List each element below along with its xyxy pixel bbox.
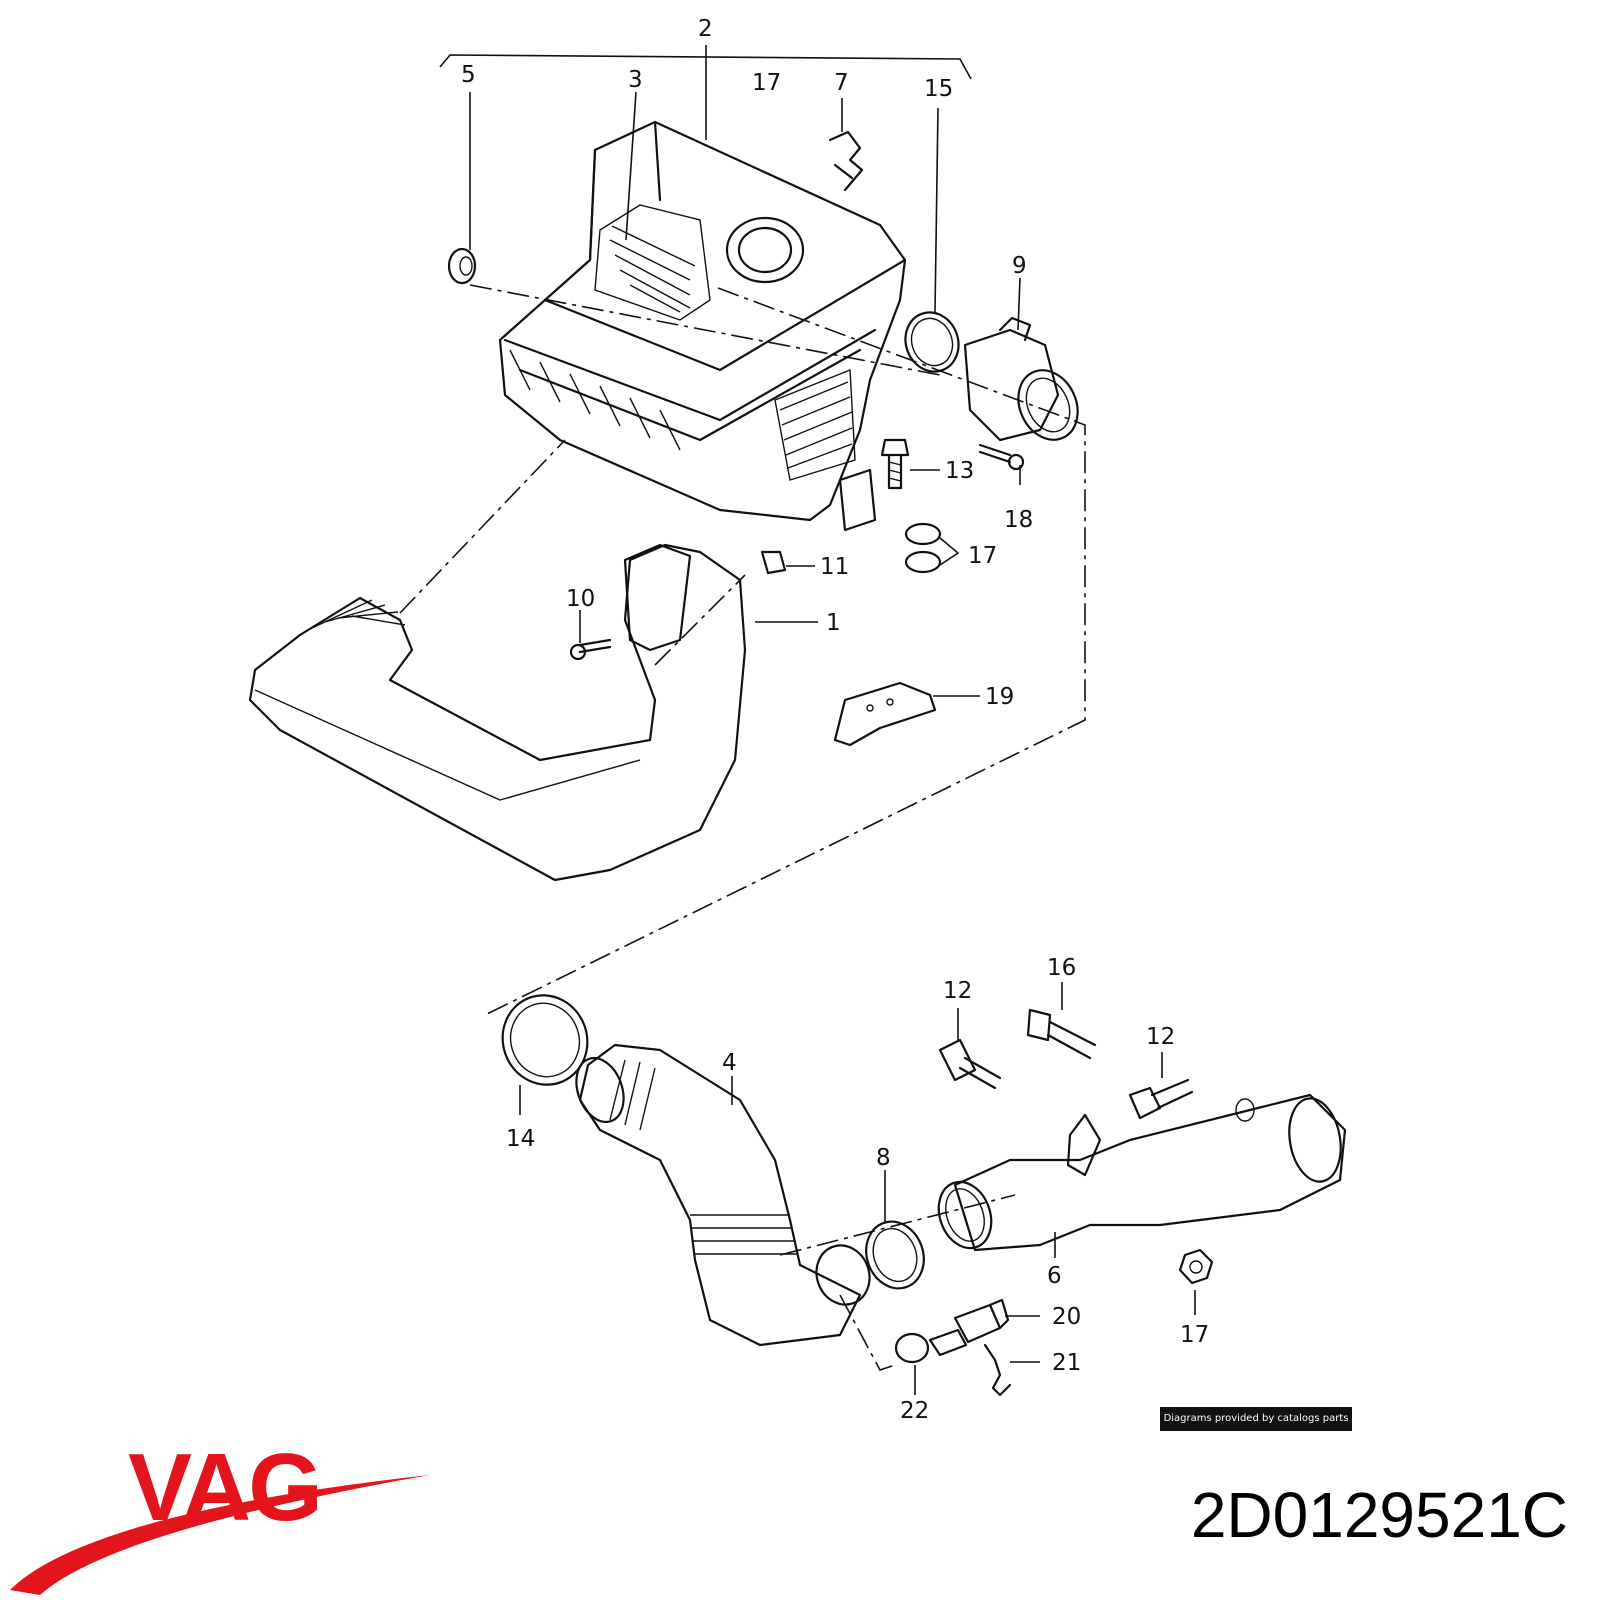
callout-12a: 12 <box>943 978 972 1004</box>
grommets-17 <box>904 522 942 574</box>
o-ring-22 <box>894 1332 930 1364</box>
clip-7 <box>828 130 864 192</box>
clip-11 <box>760 550 787 575</box>
callout-9: 9 <box>1012 253 1027 279</box>
callout-19: 19 <box>985 684 1014 710</box>
vag-logo: VAG <box>128 1434 323 1541</box>
callout-11: 11 <box>820 554 849 580</box>
callout-22: 22 <box>900 1398 929 1424</box>
screw-18 <box>978 443 1025 471</box>
callout-21: 21 <box>1052 1350 1081 1376</box>
callout-20: 20 <box>1052 1304 1081 1330</box>
hose-4 <box>575 1043 862 1347</box>
nut-17 <box>1178 1248 1214 1285</box>
callout-8: 8 <box>876 1145 891 1171</box>
callout-13: 13 <box>945 458 974 484</box>
bolts-12-16 <box>938 1008 1194 1120</box>
callout-17b: 17 <box>968 543 997 569</box>
hose-clamp-8 <box>815 1220 925 1306</box>
bracket-19 <box>833 681 937 747</box>
air-filter-housing <box>498 120 907 532</box>
callout-17a: 17 <box>752 70 781 96</box>
vag-logo-swoosh <box>10 1475 430 1595</box>
callout-16: 16 <box>1047 955 1076 981</box>
grommet-5 <box>447 247 477 285</box>
sensor-20 <box>928 1298 1010 1357</box>
callout-7: 7 <box>834 70 849 96</box>
hose-clamp-14 <box>501 994 589 1086</box>
callout-18: 18 <box>1004 507 1033 533</box>
clip-21 <box>983 1343 1012 1397</box>
part-number: 2D0129521C <box>1190 1479 1568 1551</box>
o-ring-15 <box>904 311 960 373</box>
callout-5: 5 <box>461 62 476 88</box>
callout-10: 10 <box>566 586 595 612</box>
screw-10 <box>569 638 612 661</box>
callout-1: 1 <box>826 610 841 636</box>
callout-4: 4 <box>722 1050 737 1076</box>
callout-14: 14 <box>506 1126 535 1152</box>
air-mass-meter-9 <box>963 316 1079 442</box>
callout-15: 15 <box>924 76 953 102</box>
pipe-6 <box>937 1093 1347 1252</box>
callout-6: 6 <box>1047 1263 1062 1289</box>
bolt-13 <box>880 438 910 490</box>
callout-3: 3 <box>628 67 643 93</box>
diagram-credit-badge: Diagrams provided by catalogs parts <box>1160 1407 1352 1431</box>
callout-17c: 17 <box>1180 1322 1209 1348</box>
intake-duct-1 <box>248 543 747 882</box>
callout-12b: 12 <box>1146 1024 1175 1050</box>
callout-2: 2 <box>698 16 713 42</box>
